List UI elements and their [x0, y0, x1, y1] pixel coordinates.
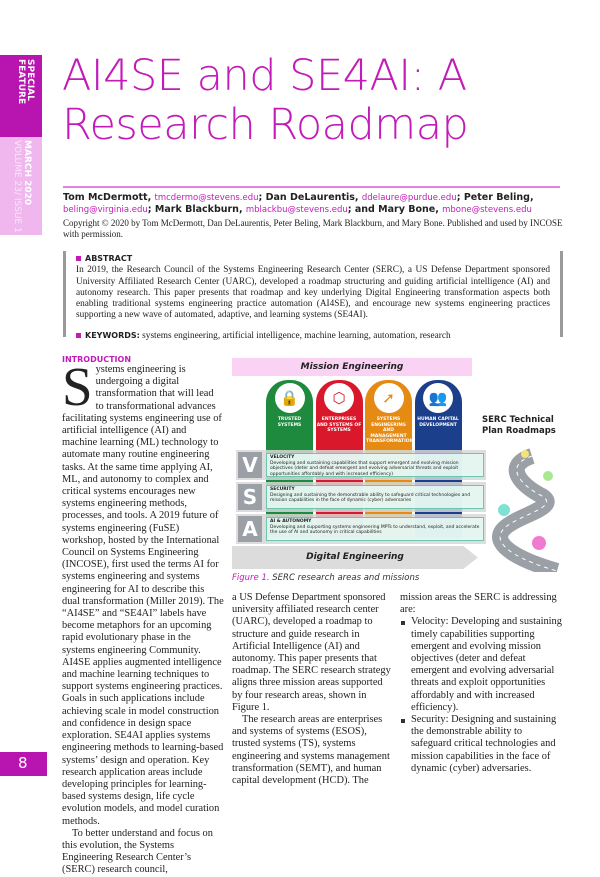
road [492, 448, 560, 572]
author-email-link[interactable]: beling@virginia.edu [63, 205, 148, 215]
road-graphic [492, 448, 560, 572]
mission-title: SECURITY [270, 487, 295, 492]
roadmap-title: SERC Technical Plan Roadmaps [482, 415, 556, 436]
title-divider [63, 186, 560, 188]
author-name: Tom McDermott [63, 192, 148, 203]
mission-list: Velocity: Developing and sustaining time… [400, 616, 562, 775]
section-label: SPECIAL FEATURE [16, 59, 35, 105]
research-area-label: HUMAN CAPITAL DEVELOPMENT [417, 417, 459, 428]
sidebar-section-tab: SPECIAL FEATURE [0, 55, 42, 137]
bullet-square-icon [76, 256, 81, 262]
bullet-square-icon [76, 333, 81, 339]
column-3: mission areas the SERC is addressing are… [400, 592, 562, 775]
mission-letter: A [238, 516, 262, 542]
keywords-label: KEYWORDS: [85, 330, 140, 340]
people-icon: 👥 [423, 383, 453, 413]
digital-engineering-bar: Digital Engineering [232, 546, 478, 569]
arrows-icon: ➚ [373, 383, 404, 413]
author-list: Tom McDermott, tmcdermo@stevens.edu; Dan… [63, 192, 534, 215]
column-2: a US Defense Department sponsored univer… [232, 592, 392, 787]
research-area-label: ENTERPRISES AND SYSTEMS OF SYSTEMS [316, 417, 362, 433]
caption-label: Figure 1. [232, 573, 270, 583]
list-item: Security: Designing and sustaining the d… [400, 714, 562, 775]
author-name: Mark Blackburn [154, 204, 239, 215]
col2-paragraph-1: a US Defense Department sponsored univer… [232, 592, 391, 713]
abstract-box: ABSTRACT In 2019, the Research Council o… [63, 251, 563, 341]
pin-yellow-icon [521, 450, 529, 458]
author-separator: ; and [347, 204, 379, 215]
page-title: AI4SE and SE4AI: A Research Roadmap [62, 51, 469, 150]
author-name: Dan DeLaurentis [265, 192, 355, 203]
intro-paragraph-2: To better understand and focus on this e… [62, 827, 213, 876]
col2-paragraph-2: The research areas are enterprises and s… [232, 714, 390, 787]
author-separator: ; [147, 204, 155, 215]
intro-paragraph-1: ystems engineering is undergoing a digit… [62, 364, 224, 827]
caption-text: SERC research areas and missions [272, 573, 420, 583]
col3-intro: mission areas the SERC is addressing are… [400, 592, 557, 616]
research-area-label: TRUSTED SYSTEMS [277, 417, 302, 428]
mission-text: Developing and sustaining capabilities t… [270, 460, 459, 477]
pin-green-icon [543, 471, 553, 481]
mission-letter: V [238, 452, 262, 478]
copyright: Copyright © 2020 by Tom McDermott, Dan D… [63, 218, 563, 239]
mission-text: Designing and sustaining the demonstrabl… [270, 492, 471, 504]
abstract-heading: ABSTRACT [85, 254, 133, 263]
introduction-heading: INTRODUCTION [62, 355, 132, 364]
list-item: Velocity: Developing and sustaining time… [400, 616, 562, 714]
keywords: systems engineering, artificial intellig… [142, 330, 451, 341]
drop-cap: S [62, 356, 93, 417]
mission-text: Developing and supporting systems engine… [270, 524, 480, 536]
author-email-link[interactable]: mbone@stevens.edu [442, 205, 532, 215]
author-separator: ; [258, 192, 266, 203]
lock-icon: 🔒 [274, 383, 305, 413]
author-email-link[interactable]: mblackbu@stevens.edu [245, 205, 348, 215]
author-name: Mary Bone [378, 204, 436, 215]
author-name: Peter Beling [463, 192, 530, 203]
figure-1: Mission Engineering 🔒 TRUSTED SYSTEMS ⬡ ENT… [232, 358, 562, 578]
author-separator: ; [456, 192, 464, 203]
issue-date: MARCH 2020 [22, 140, 32, 206]
mission-title: VELOCITY [270, 455, 295, 460]
sidebar-issue-tab: MARCH 2020 VOLUME 23/ ISSUE 1 [0, 137, 42, 235]
mission-title: AI & AUTONOMY [270, 519, 312, 524]
network-icon: ⬡ [324, 383, 354, 413]
author-email-link[interactable]: tmcdermo@stevens.edu [154, 193, 259, 203]
mission-letter: S [238, 484, 262, 510]
pin-teal-icon [498, 504, 510, 516]
author-email-link[interactable]: ddelaure@purdue.edu [361, 193, 457, 203]
issue-volume: VOLUME 23/ ISSUE 1 [12, 140, 22, 233]
pin-pink-icon [532, 536, 546, 550]
figure-caption: Figure 1. SERC research areas and missio… [232, 573, 419, 583]
page-number: 8 [0, 752, 47, 776]
abstract-text: In 2019, the Research Council of the Sys… [76, 265, 550, 321]
mission-engineering-bar: Mission Engineering [232, 358, 472, 376]
research-area-label: SYSTEMS ENGINEERING AND MANAGEMENT TRANS… [366, 417, 414, 444]
